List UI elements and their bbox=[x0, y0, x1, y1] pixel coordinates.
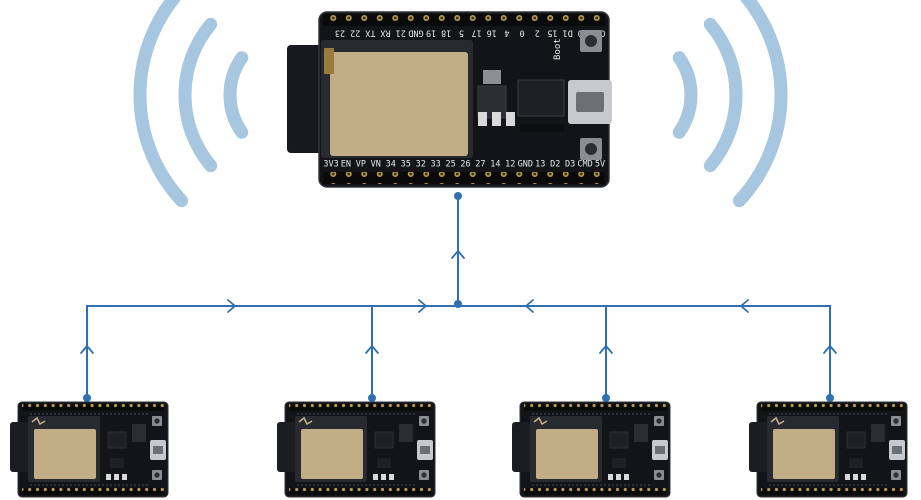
master-bottom-pin-header bbox=[323, 172, 605, 184]
master-resistor bbox=[506, 112, 515, 126]
pin-label: 14 bbox=[490, 160, 500, 170]
master-resistor bbox=[492, 112, 501, 126]
pin-label: 15 bbox=[547, 28, 557, 38]
chevron-arrow-icon bbox=[599, 345, 613, 354]
pin-label: 5V bbox=[595, 160, 605, 170]
master-boot-button-cap bbox=[585, 35, 597, 47]
pin-label: 4 bbox=[504, 28, 509, 38]
chevron-arrow-icon bbox=[451, 250, 465, 259]
slave-connection-dot bbox=[368, 394, 376, 402]
chevron-arrow-icon bbox=[418, 299, 427, 313]
master-en-button-cap bbox=[585, 143, 597, 155]
pin-label: 33 bbox=[430, 160, 440, 170]
master-board: 2322TXRX21GND19185171640215D1D0CLK 3V3EN… bbox=[287, 11, 612, 188]
pin-label: D1 bbox=[562, 28, 572, 38]
pin-label: 23 bbox=[335, 28, 345, 38]
pin-label: 32 bbox=[416, 160, 426, 170]
pin-label: 0 bbox=[520, 28, 525, 38]
slave-board-3 bbox=[511, 401, 671, 498]
pin-label: EN bbox=[341, 160, 351, 170]
chevron-arrow-icon bbox=[740, 299, 749, 313]
master-usb-socket bbox=[576, 92, 604, 112]
slave-board-2 bbox=[276, 401, 436, 498]
pin-label: 26 bbox=[460, 160, 470, 170]
master-resistor bbox=[478, 112, 487, 126]
pin-label: 22 bbox=[350, 28, 360, 38]
pin-label: 27 bbox=[475, 160, 485, 170]
bus-line bbox=[86, 305, 831, 398]
chevron-arrow-icon bbox=[823, 345, 837, 354]
pin-label: 3V3 bbox=[323, 160, 338, 170]
slave-connection-dot bbox=[602, 394, 610, 402]
pin-label: CMD bbox=[577, 160, 592, 170]
chevron-arrow-icon bbox=[525, 299, 534, 313]
chevron-arrow-icon bbox=[365, 345, 379, 354]
pin-label: D3 bbox=[565, 160, 575, 170]
pin-label: 16 bbox=[487, 28, 497, 38]
slave-boards bbox=[9, 401, 908, 498]
master-connection-dot bbox=[454, 192, 462, 200]
master-module-shield bbox=[330, 52, 468, 156]
junction-dots bbox=[83, 192, 834, 402]
pin-label: 12 bbox=[505, 160, 515, 170]
pin-label: GND bbox=[408, 28, 423, 38]
pin-label: D2 bbox=[550, 160, 560, 170]
master-antenna-area bbox=[287, 45, 327, 153]
pin-label: 35 bbox=[401, 160, 411, 170]
pin-label: VN bbox=[371, 160, 381, 170]
network-connectors bbox=[86, 196, 831, 398]
pin-label: RX bbox=[380, 28, 391, 38]
bus-junction-dot bbox=[454, 300, 462, 308]
pin-label: 18 bbox=[441, 28, 451, 38]
chevron-arrow-icon bbox=[227, 299, 236, 313]
master-led-strip bbox=[520, 124, 564, 132]
pin-label: 19 bbox=[426, 28, 436, 38]
pin-label: 2 bbox=[535, 28, 540, 38]
pin-label: 21 bbox=[396, 28, 406, 38]
pin-label: 17 bbox=[471, 28, 481, 38]
slave-board-1 bbox=[9, 401, 169, 498]
pin-label: TX bbox=[364, 28, 375, 38]
master-boot-label: Boot bbox=[553, 38, 563, 60]
master-usb-uart-chip bbox=[517, 79, 565, 117]
master-top-pin-header bbox=[323, 14, 605, 26]
wifi-waves-right-icon bbox=[672, 0, 788, 208]
master-antenna-chip bbox=[324, 48, 334, 74]
slave-board-4 bbox=[748, 401, 908, 498]
pin-label: 5 bbox=[459, 28, 464, 38]
arrow-markers bbox=[80, 250, 837, 354]
pin-label: 13 bbox=[535, 160, 545, 170]
chevron-arrow-icon bbox=[80, 345, 94, 354]
slave-connection-dot bbox=[83, 394, 91, 402]
pin-label: 34 bbox=[386, 160, 396, 170]
pin-label: GND bbox=[518, 160, 533, 170]
master-reg-tab bbox=[483, 70, 501, 84]
pin-label: VP bbox=[356, 160, 366, 170]
slave-connection-dot bbox=[826, 394, 834, 402]
wifi-waves-left-icon bbox=[133, 0, 249, 208]
pin-label: 25 bbox=[445, 160, 455, 170]
